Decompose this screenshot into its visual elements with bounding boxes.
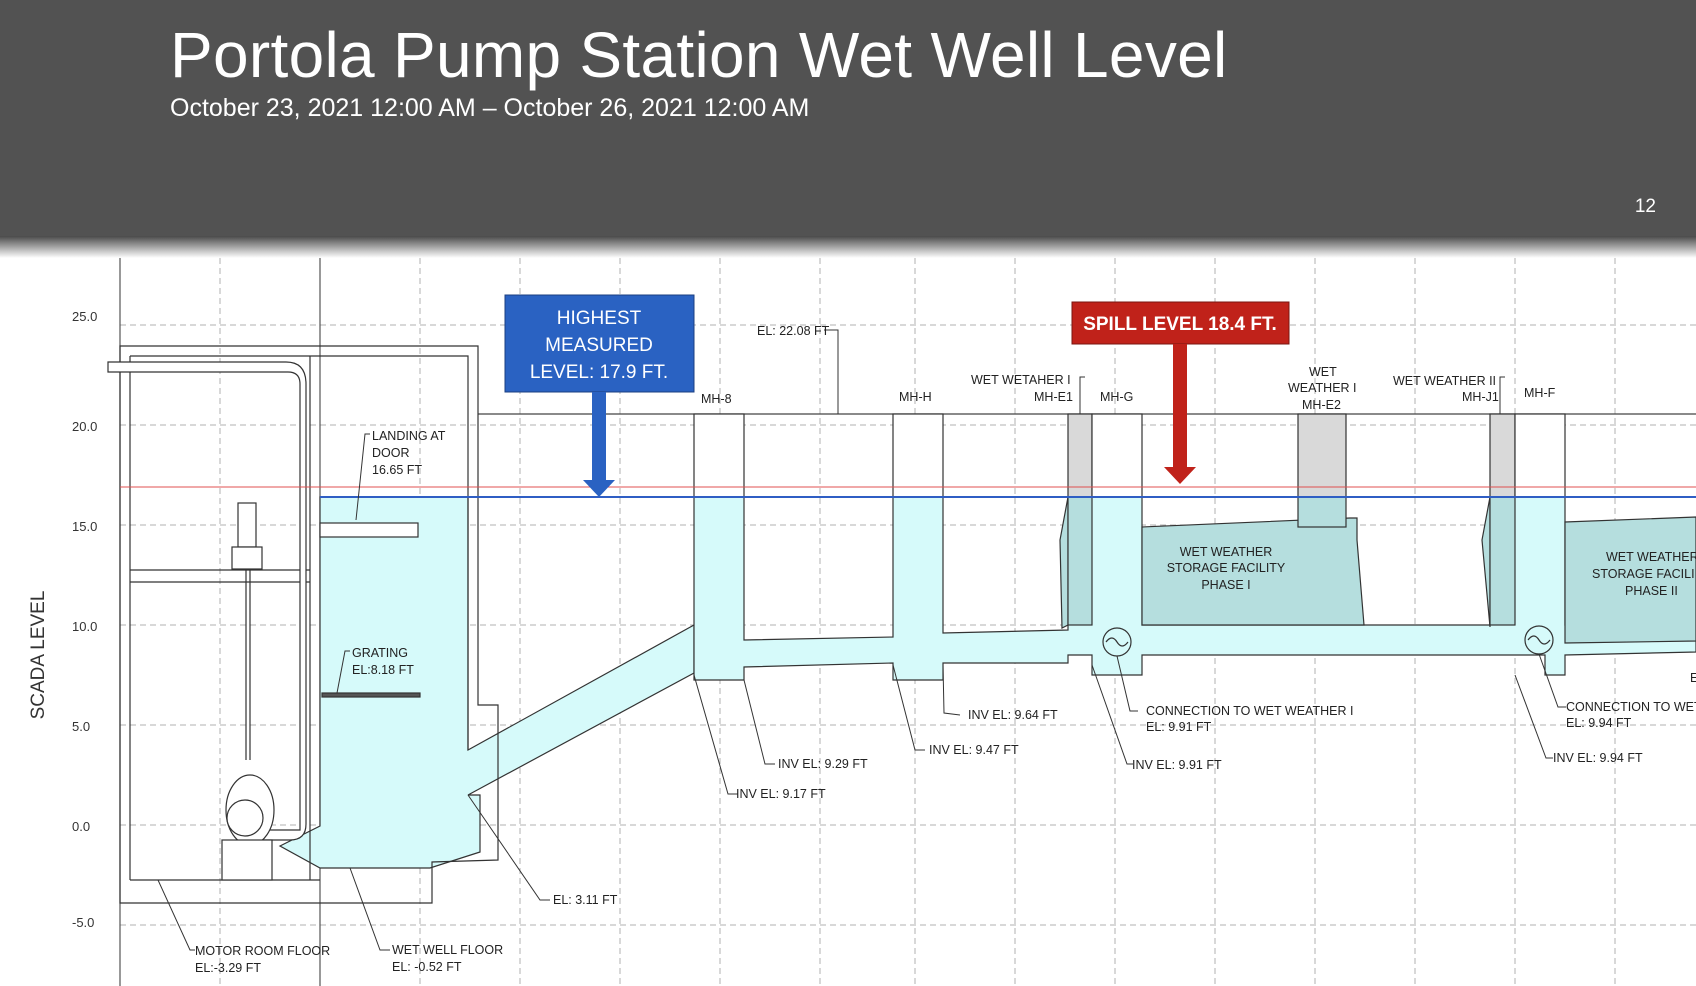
highest-callout-text: LEVEL: 17.9 FT. <box>530 362 668 383</box>
inv-label: INV EL: 9.17 FT <box>736 787 826 801</box>
discharge-pipe <box>107 361 307 841</box>
manhole-mhe1 <box>1067 413 1093 498</box>
pump-assembly <box>107 361 307 881</box>
header-shadow <box>0 236 1696 258</box>
highest-arrow-shaft <box>592 392 606 480</box>
axis-ticks: 25.0 20.0 15.0 10.0 5.0 0.0 -5.0 <box>72 309 97 930</box>
mhe2-label: WET <box>1309 365 1337 379</box>
tick-label: 0.0 <box>72 819 90 834</box>
page-subtitle: October 23, 2021 12:00 AM – October 26, … <box>170 94 810 122</box>
connection-fittings <box>1102 625 1554 657</box>
slide-number: 12 <box>1634 196 1656 217</box>
highest-callout-text: HIGHEST <box>557 308 642 329</box>
manhole-mh8 <box>693 413 745 498</box>
motor-floor-label: EL:-3.29 FT <box>195 961 261 975</box>
manhole-mhj1 <box>1489 413 1516 498</box>
mhj1-label: MH-J1 <box>1462 390 1499 404</box>
wet-well-water <box>278 496 695 869</box>
connection-2-label: CONNECTION TO WET <box>1566 700 1696 714</box>
edge-label: E <box>1690 671 1696 685</box>
mhh-label: MH-H <box>899 390 932 404</box>
highest-callout-text: MEASURED <box>545 335 653 356</box>
storage-1-label: STORAGE FACILITY <box>1167 561 1286 575</box>
spill-arrow-head <box>1164 467 1196 484</box>
el-311-label: EL: 3.11 FT <box>553 893 618 907</box>
storage-pre-phase-1 <box>1059 496 1069 629</box>
storage-2-label: WET WEATHER <box>1606 550 1696 564</box>
highest-level-callout: HIGHEST MEASURED LEVEL: 17.9 FT. <box>504 294 695 497</box>
manhole-mhe2 <box>1297 413 1347 498</box>
mh8-label: MH-8 <box>701 392 732 406</box>
grating-label: EL:8.18 FT <box>352 663 414 677</box>
inv-label: INV EL: 9.47 FT <box>929 743 1019 757</box>
inv-label: INV EL: 9.94 FT <box>1553 751 1643 765</box>
slide-header: Portola Pump Station Wet Well Level Octo… <box>0 0 1696 236</box>
axis-label: SCADA LEVEL <box>28 591 49 720</box>
landing-platform <box>319 522 419 538</box>
storage-phase-2 <box>1564 516 1696 644</box>
storage-2-label: STORAGE FACILI <box>1592 567 1695 581</box>
spill-arrow-shaft <box>1173 344 1187 467</box>
motor-floor-label: MOTOR ROOM FLOOR <box>195 944 330 958</box>
landing-label: LANDING AT <box>372 429 446 443</box>
connection-1-label: EL: 9.91 FT <box>1146 720 1212 734</box>
tick-label: 25.0 <box>72 309 97 324</box>
inner-wall <box>130 355 469 750</box>
inv-label: INV EL: 9.91 FT <box>1132 758 1222 772</box>
tick-label: 5.0 <box>72 719 90 734</box>
mhg-label: MH-G <box>1100 390 1133 404</box>
landing-label: DOOR <box>372 446 410 460</box>
wet-well-floor-label: EL: -0.52 FT <box>392 960 462 974</box>
mhj1-label: WET WEATHER II <box>1393 374 1496 388</box>
diagram-labels: EL: 22.08 FT MH-8 MH-H WET WETAHER I MH-… <box>195 324 1696 975</box>
highest-arrow-head <box>583 480 615 497</box>
storage-pre-phase-2 <box>1481 496 1491 628</box>
connection-1-label: CONNECTION TO WET WEATHER I <box>1146 704 1353 718</box>
mhe2-label: MH-E2 <box>1302 398 1341 412</box>
tick-label: 10.0 <box>72 619 97 634</box>
storage-1-label: PHASE I <box>1201 578 1250 592</box>
connection-2-label: EL: 9.94 FT <box>1566 716 1632 730</box>
page-title: Portola Pump Station Wet Well Level <box>170 19 1228 91</box>
el-top-label: EL: 22.08 FT <box>757 324 830 338</box>
motor <box>237 502 257 548</box>
manhole-mhh <box>892 413 944 498</box>
mhe1-label: MH-E1 <box>1034 390 1073 404</box>
landing-label: 16.65 FT <box>372 463 422 477</box>
wet-well-structure <box>119 345 499 904</box>
grating-bar <box>321 692 421 698</box>
mhf-label: MH-F <box>1524 386 1556 400</box>
mhe2-label: WEATHER I <box>1288 381 1357 395</box>
mhe1-label: WET WETAHER I <box>971 373 1071 387</box>
inv-label: INV EL: 9.64 FT <box>968 708 1058 722</box>
tick-label: 20.0 <box>72 419 97 434</box>
spill-callout-text: SPILL LEVEL 18.4 FT. <box>1083 314 1277 335</box>
manhole-mhf <box>1514 413 1566 498</box>
storage-facilities <box>1059 496 1696 644</box>
storage-1-label: WET WEATHER <box>1180 545 1273 559</box>
inv-label: INV EL: 9.29 FT <box>778 757 868 771</box>
storage-2-label: PHASE II <box>1625 584 1678 598</box>
tick-label: -5.0 <box>72 915 94 930</box>
manhole-mhg <box>1091 413 1143 498</box>
wet-well-floor-label: WET WELL FLOOR <box>392 943 503 957</box>
outer-wall <box>119 345 499 904</box>
spill-level-callout: SPILL LEVEL 18.4 FT. <box>1071 301 1290 484</box>
storage-phase-1 <box>1141 517 1365 626</box>
leader-lines <box>157 329 1566 951</box>
grating-label: GRATING <box>352 646 408 660</box>
tick-label: 15.0 <box>72 519 97 534</box>
